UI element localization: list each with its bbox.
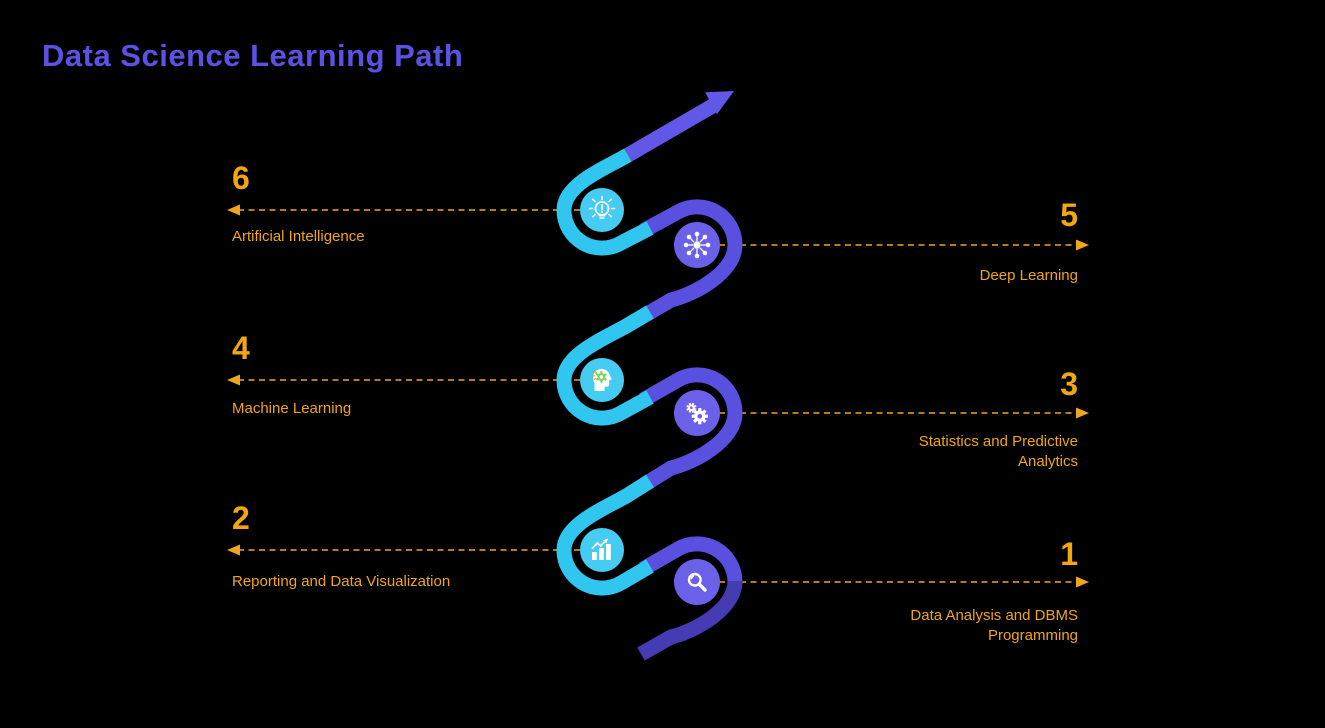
path-segment-arrow-shaft: [624, 97, 720, 162]
network-icon: [683, 231, 711, 259]
path-segment-loop3: [619, 367, 743, 505]
magnifier-icon: [687, 572, 707, 592]
step-number-5: 5: [1060, 197, 1078, 233]
page-title: Data Science Learning Path: [42, 38, 464, 73]
right-arrowhead-icon: [1076, 576, 1089, 588]
step-label-1: Data Analysis and DBMS Programming: [910, 607, 1078, 644]
path-segment-loop5: [619, 199, 743, 335]
step-number-6: 6: [232, 160, 250, 196]
path-segment-loop2: [556, 474, 655, 596]
left-arrowhead-icon: [227, 544, 240, 556]
step-number-1: 1: [1060, 536, 1078, 572]
lightbulb-icon: [588, 195, 616, 219]
left-arrowhead-icon: [227, 204, 240, 216]
path-tail-segment: [637, 580, 743, 661]
path-segment-loop1: [639, 536, 743, 583]
path-cyan-segments: [556, 148, 655, 596]
bar-chart-icon: [591, 538, 611, 560]
step-number-4: 4: [232, 330, 250, 366]
step-label-6: Artificial Intelligence: [232, 228, 365, 245]
step1-circle: [674, 559, 720, 605]
step-label-2: Reporting and Data Visualization: [232, 573, 451, 590]
path-segment-loop6: [556, 148, 654, 256]
step-label-4: Machine Learning: [232, 400, 352, 417]
step-number-2: 2: [232, 500, 250, 536]
gears-icon: [686, 402, 708, 425]
right-arrowhead-icon: [1076, 239, 1089, 251]
path-purple-segments: [619, 97, 743, 583]
right-arrowhead-icon: [1076, 407, 1089, 419]
dashed-connector-lines: [240, 209, 1076, 583]
path-arrowhead-icon: [705, 91, 734, 115]
step-number-3: 3: [1060, 366, 1078, 402]
left-arrowhead-icon: [227, 374, 240, 386]
step-label-3: Statistics and Predictive Analytics: [918, 433, 1078, 470]
path-segment-loop4: [556, 305, 654, 426]
step-label-5: Deep Learning: [979, 267, 1078, 284]
dashed-line-arrowheads: [227, 204, 1089, 588]
head-gear-icon: [591, 368, 612, 391]
